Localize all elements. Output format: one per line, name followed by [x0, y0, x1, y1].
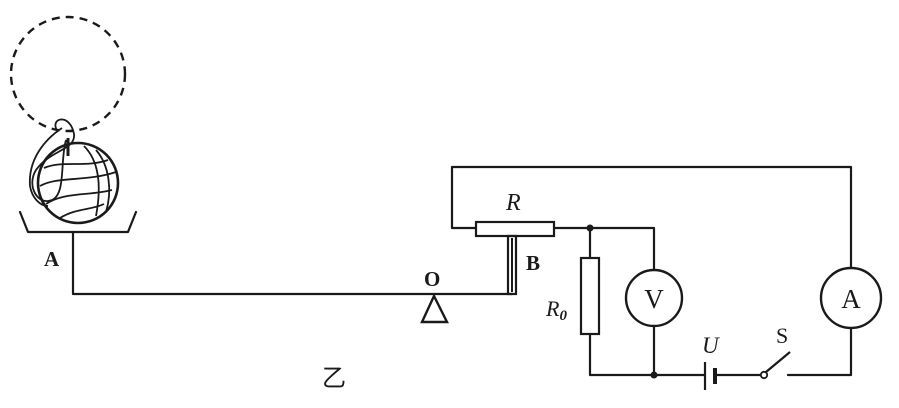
dashed-circle-icon [9, 15, 127, 133]
figure-caption: 乙 [322, 366, 346, 392]
top-wire [450, 165, 853, 270]
resistor-r0 [579, 256, 707, 377]
label-s: S [776, 323, 788, 348]
rheostat-right-wire [552, 224, 656, 272]
lever-arm [71, 230, 514, 296]
triangle-fulcrum-icon [420, 293, 449, 324]
voltmeter-label: V [644, 284, 664, 314]
ammeter [786, 266, 883, 377]
battery-u [703, 362, 762, 390]
striped-ball-icon [29, 118, 120, 225]
label-a: A [44, 247, 60, 271]
ball-tray [18, 210, 138, 234]
label-o: O [424, 267, 440, 291]
ammeter-label: A [841, 284, 861, 314]
voltmeter [624, 268, 684, 379]
label-r0: R0 [545, 296, 567, 324]
label-r: R [505, 190, 521, 216]
rod-b [506, 234, 518, 296]
label-b: B [526, 251, 540, 275]
label-u: U [702, 333, 720, 358]
rheostat-r [474, 220, 556, 238]
switch-s [759, 351, 791, 380]
